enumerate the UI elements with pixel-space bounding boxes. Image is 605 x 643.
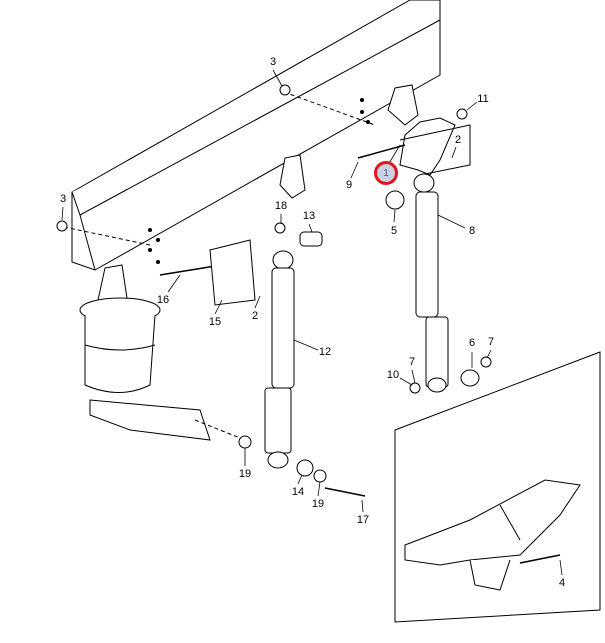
callout-2[interactable]: 2 (454, 134, 462, 146)
callout-17[interactable]: 17 (356, 514, 370, 526)
callout-3[interactable]: 3 (269, 56, 277, 68)
callout-5[interactable]: 5 (390, 225, 398, 237)
callout-4[interactable]: 4 (558, 577, 566, 589)
leader-lines (61, 69, 563, 576)
bracket-detail-box (399, 124, 471, 176)
callout-15[interactable]: 15 (208, 316, 222, 328)
frame-rail (71, 0, 441, 271)
callout-8[interactable]: 8 (468, 225, 476, 237)
callout-12[interactable]: 12 (318, 346, 332, 358)
callout-7[interactable]: 7 (408, 356, 416, 368)
bolts (159, 144, 561, 564)
callout-3[interactable]: 3 (59, 193, 67, 205)
callout-1-highlighted[interactable]: 1 (374, 161, 398, 185)
frame-bracket (387, 84, 419, 126)
callout-18[interactable]: 18 (274, 200, 288, 212)
callout-14[interactable]: 14 (291, 486, 305, 498)
callout-13[interactable]: 13 (302, 210, 316, 222)
callout-11[interactable]: 11 (477, 93, 489, 105)
callout-9[interactable]: 9 (345, 179, 353, 191)
air-spring (79, 297, 211, 441)
callout-19[interactable]: 19 (311, 498, 325, 510)
callout-6[interactable]: 6 (468, 337, 476, 349)
callout-7[interactable]: 7 (487, 336, 495, 348)
shock-bracket (399, 117, 456, 176)
callout-16[interactable]: 16 (156, 294, 170, 306)
left-shock-absorber (209, 231, 323, 477)
callout-10[interactable]: 10 (386, 369, 400, 381)
detail-inset-frame (394, 351, 601, 623)
frame-bracket (279, 154, 306, 199)
frame-holes (148, 98, 370, 264)
right-shock-absorber (385, 173, 480, 393)
callout-2[interactable]: 2 (251, 310, 259, 322)
crossmember-detail (404, 479, 581, 591)
washers (56, 84, 492, 483)
callout-19[interactable]: 19 (238, 468, 252, 480)
